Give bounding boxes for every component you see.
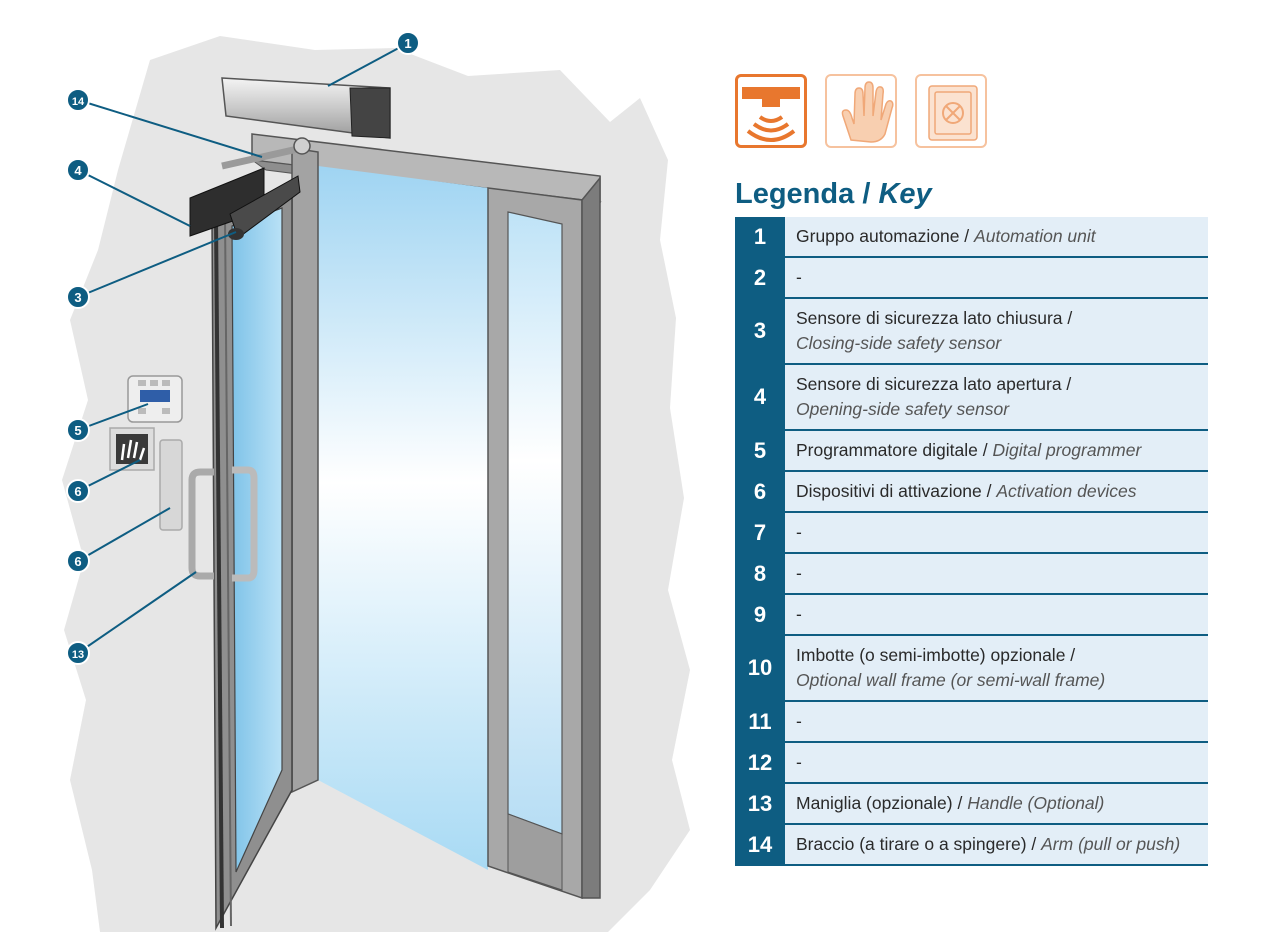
callout-14: 14 — [66, 88, 90, 112]
legend-row: 3 Sensore di sicurezza lato chiusura / Cl… — [735, 298, 1208, 365]
legend-text-it: - — [796, 267, 802, 287]
legend-row: 13 Maniglia (opzionale) / Handle (Option… — [735, 783, 1208, 825]
legend-number: 3 — [735, 298, 785, 365]
legend-row: 14 Braccio (a tirare o a spingere) / Arm… — [735, 824, 1208, 866]
legend-text-it: - — [796, 711, 802, 731]
callout-4: 4 — [66, 158, 90, 182]
legend-text: - — [785, 512, 1208, 554]
legend-text: Imbotte (o semi-imbotte) opzionale / Opti… — [785, 635, 1208, 702]
legend-number: 12 — [735, 742, 785, 784]
legend-text-en: Closing-side safety sensor — [796, 333, 1002, 353]
legend-text-it: Sensore di sicurezza lato apertura / — [796, 374, 1072, 394]
legend-table: 1 Gruppo automazione / Automation unit 2… — [735, 217, 1208, 866]
legend-number: 11 — [735, 701, 785, 743]
legend-number: 7 — [735, 512, 785, 554]
frame-left-jamb — [291, 147, 319, 794]
legend-number: 2 — [735, 257, 785, 299]
legend-number: 4 — [735, 364, 785, 431]
callout-6a: 6 — [66, 479, 90, 503]
legend-text-it: - — [796, 604, 802, 624]
legend-text-en: Optional wall frame (or semi-wall frame) — [796, 670, 1106, 690]
callout-3: 3 — [66, 285, 90, 309]
legend-text-it: Dispositivi di attivazione / — [796, 481, 992, 501]
legend-number: 14 — [735, 824, 785, 866]
legend-row: 5 Programmatore digitale / Digital progr… — [735, 430, 1208, 472]
callout-label: 3 — [74, 290, 81, 305]
callout-6b: 6 — [66, 549, 90, 573]
sensor-icon — [735, 74, 807, 148]
legend-text: - — [785, 742, 1208, 784]
keypad-icon — [915, 74, 987, 148]
legend-text: - — [785, 257, 1208, 299]
side-panel-glass — [507, 211, 563, 835]
callout-1: 1 — [396, 31, 420, 55]
door-handle — [188, 468, 214, 580]
legend-text-it: Sensore di sicurezza lato chiusura / — [796, 308, 1073, 328]
callout-label: 13 — [72, 649, 84, 661]
callout-label: 5 — [74, 423, 81, 438]
activation-icons — [735, 74, 987, 148]
legend-text: - — [785, 701, 1208, 743]
callout-label: 1 — [404, 36, 411, 51]
legend-number: 8 — [735, 553, 785, 595]
legend-number: 9 — [735, 594, 785, 636]
legend-number: 10 — [735, 635, 785, 702]
hand-icon — [825, 74, 897, 148]
legend-text: Sensore di sicurezza lato chiusura / Clos… — [785, 298, 1208, 365]
legend-text: - — [785, 594, 1208, 636]
legend-number: 1 — [735, 217, 785, 258]
legend-text: - — [785, 553, 1208, 595]
legend-number: 6 — [735, 471, 785, 513]
legend-row: 9 - — [735, 594, 1208, 636]
legend-row: 11 - — [735, 701, 1208, 743]
legend-text-it: Imbotte (o semi-imbotte) opzionale / — [796, 645, 1076, 665]
doorway-glass — [318, 166, 488, 870]
legend-row: 10 Imbotte (o semi-imbotte) opzionale / O… — [735, 635, 1208, 702]
legend-text-it: Maniglia (opzionale) / — [796, 793, 963, 813]
legend-text: Dispositivi di attivazione / Activation … — [785, 471, 1208, 513]
legend-title: Legenda / Key — [735, 178, 932, 211]
legend-title-it: Legenda — [735, 178, 855, 210]
push-plate-device — [159, 439, 183, 531]
legend-row: 1 Gruppo automazione / Automation unit — [735, 217, 1208, 258]
legend-text: Sensore di sicurezza lato apertura / Open… — [785, 364, 1208, 431]
legend-text-en: Handle (Optional) — [967, 793, 1105, 813]
door-diagram: 1 14 4 3 5 6 6 13 — [62, 31, 690, 932]
legend-text: Gruppo automazione / Automation unit — [785, 217, 1208, 258]
legend-number: 13 — [735, 783, 785, 825]
callout-label: 6 — [74, 484, 81, 499]
legend-row: 12 - — [735, 742, 1208, 784]
legend-number: 5 — [735, 430, 785, 472]
legend-text-it: - — [796, 563, 802, 583]
callout-label: 14 — [72, 96, 85, 108]
legend-text: Programmatore digitale / Digital program… — [785, 430, 1208, 472]
digital-programmer — [127, 375, 183, 423]
legend-text-en: Automation unit — [974, 226, 1096, 246]
callout-label: 6 — [74, 554, 81, 569]
legend-text: Braccio (a tirare o a spingere) / Arm (p… — [785, 824, 1208, 866]
legend-title-en: Key — [878, 178, 932, 210]
legend-row: 7 - — [735, 512, 1208, 554]
legend-text-it: Gruppo automazione / — [796, 226, 970, 246]
legend-text-it: Braccio (a tirare o a spingere) / — [796, 834, 1037, 854]
legend-text-it: - — [796, 522, 802, 542]
legend-row: 6 Dispositivi di attivazione / Activatio… — [735, 471, 1208, 513]
callout-5: 5 — [66, 418, 90, 442]
callout-label: 4 — [74, 163, 82, 178]
legend-text-en: Opening-side safety sensor — [796, 399, 1010, 419]
legend-row: 8 - — [735, 553, 1208, 595]
legend-text-it: - — [796, 752, 802, 772]
legend-text-it: Programmatore digitale / — [796, 440, 988, 460]
legend-text-en: Activation devices — [996, 481, 1137, 501]
callout-13: 13 — [66, 641, 90, 665]
legend-row: 2 - — [735, 257, 1208, 299]
legend-text-en: Arm (pull or push) — [1041, 834, 1181, 854]
legend-title-separator: / — [862, 178, 871, 210]
legend-text-en: Digital programmer — [992, 440, 1142, 460]
legend-row: 4 Sensore di sicurezza lato apertura / Op… — [735, 364, 1208, 431]
legend-text: Maniglia (opzionale) / Handle (Optional) — [785, 783, 1208, 825]
